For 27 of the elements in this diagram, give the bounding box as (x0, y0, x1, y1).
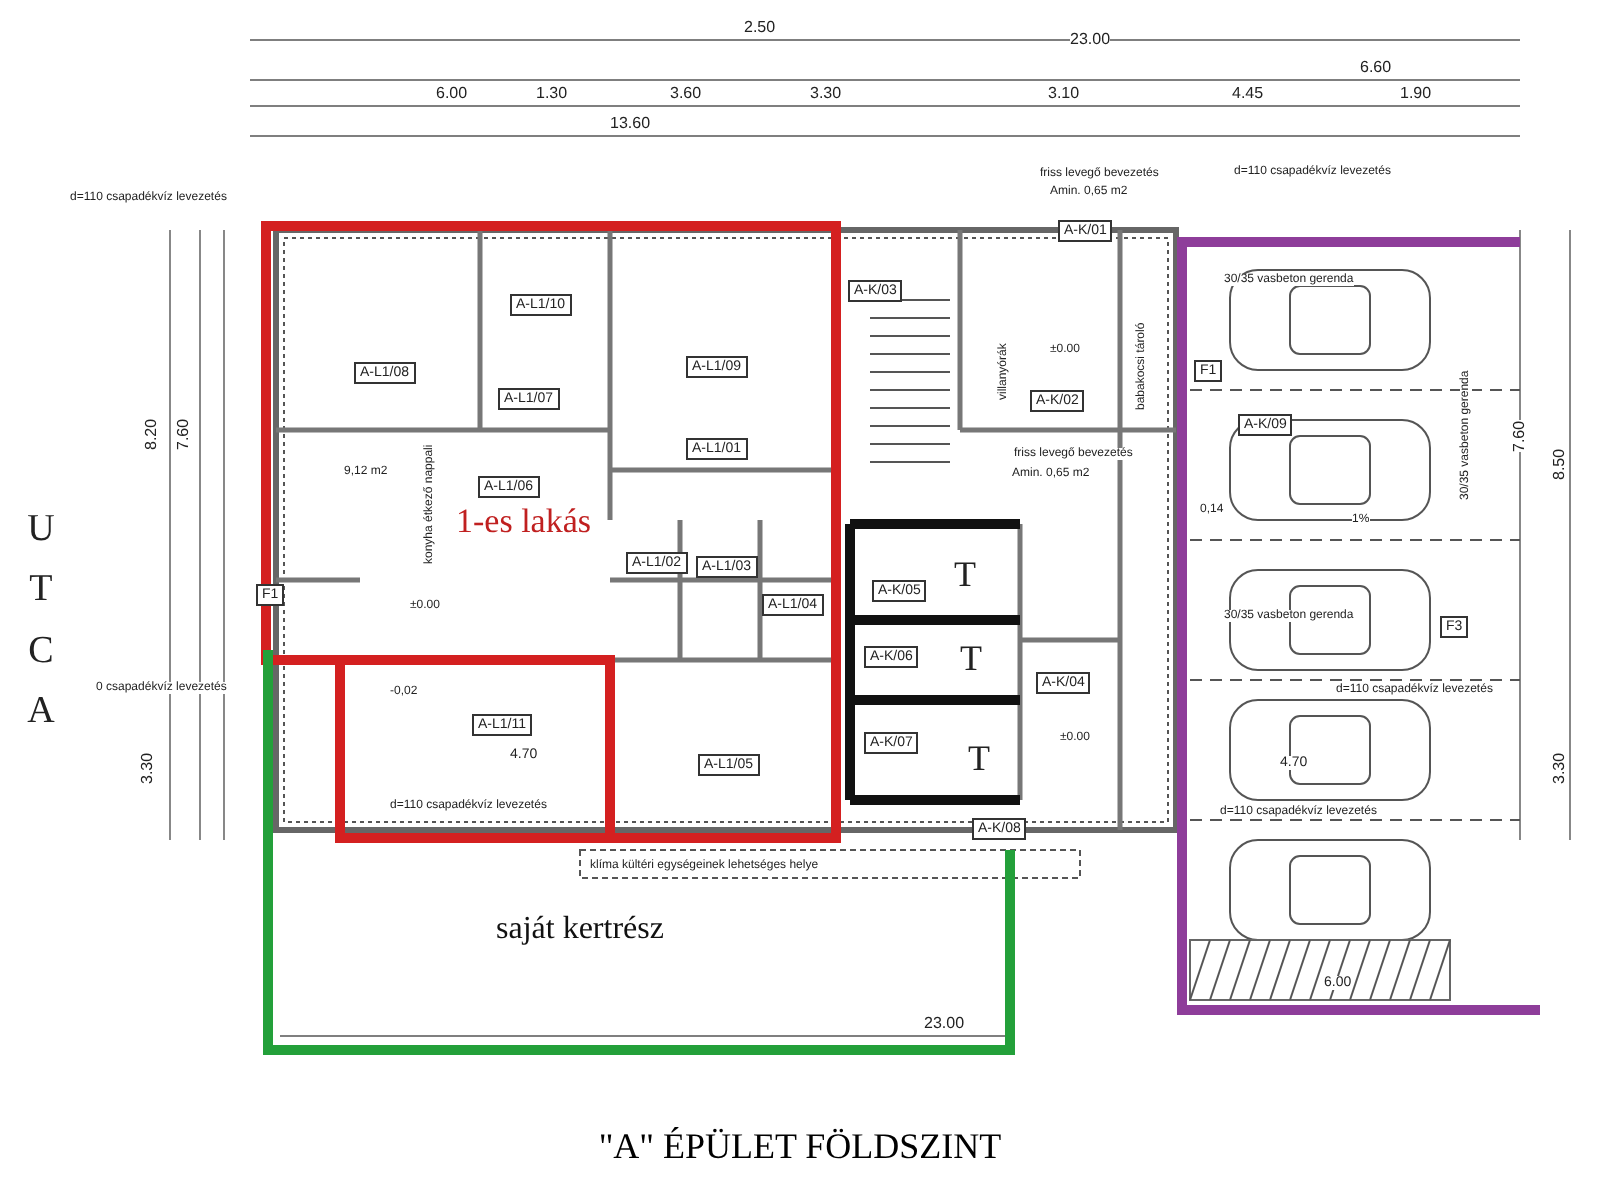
dimension-text: 7.60 (1512, 420, 1528, 452)
dimension-text: 2.50 (744, 20, 776, 36)
dimension-text: 6.00 (436, 86, 468, 102)
garden-label: saját kertrész (496, 914, 664, 946)
dimension-text: 3.60 (670, 86, 702, 102)
dimension-text: 6.60 (1360, 60, 1392, 76)
dimension-text: 23.00 (924, 1016, 965, 1032)
highlight-outline (260, 220, 840, 844)
dimension-text: 3.30 (810, 86, 842, 102)
plan-title: "A" ÉPÜLET FÖLDSZINT (596, 1126, 1004, 1168)
dimension-text: 8.20 (144, 418, 160, 450)
apartment-label: 1-es lakás (456, 504, 592, 538)
storage-mark: T (968, 740, 990, 776)
highlight-outline (262, 650, 1018, 1058)
storage-mark: T (960, 640, 982, 676)
parking-outline (1176, 236, 1546, 1020)
dimension-text: 3.30 (1552, 752, 1568, 784)
dimension-text: 1.30 (536, 86, 568, 102)
storage-mark: T (954, 556, 976, 592)
dimension-text: 3.10 (1048, 86, 1080, 102)
dimension-text: 23.00 (1070, 32, 1111, 48)
dimension-text: 3.30 (140, 752, 156, 784)
dimension-text: 7.60 (176, 418, 192, 450)
dimension-text: 8.50 (1552, 448, 1568, 480)
dimension-text: 13.60 (610, 116, 651, 132)
dimension-text: 4.45 (1232, 86, 1264, 102)
dimension-text: 1.90 (1400, 86, 1432, 102)
